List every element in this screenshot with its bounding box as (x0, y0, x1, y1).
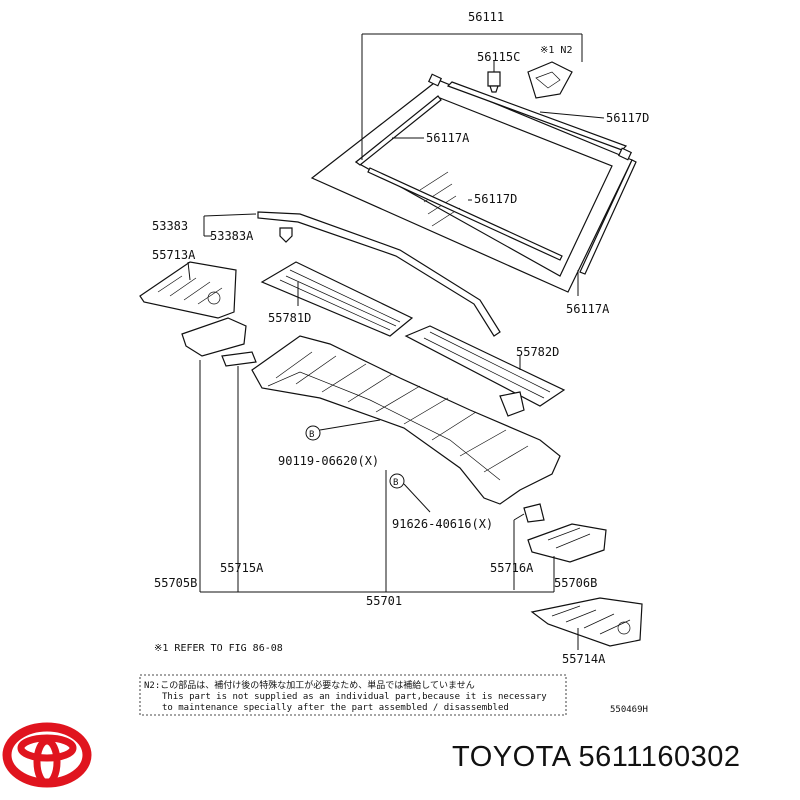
cowl-panel (251, 335, 561, 505)
callout-55714a: 55714A (562, 652, 606, 666)
clip-56115c (487, 71, 501, 93)
bolt-marker-2: B (389, 473, 405, 489)
callout-55701: 55701 (366, 594, 402, 608)
callout-56117d-top: 56117D (606, 111, 649, 125)
callout-90119: 90119-06620(X) (278, 454, 379, 468)
cowl-vent-left (260, 261, 414, 337)
windshield-glass (310, 79, 633, 293)
right-bracket (523, 503, 607, 563)
svg-text:B: B (309, 430, 314, 440)
brand-caption: TOYOTA 5611160302 (452, 741, 741, 773)
callout-53383a: 53383A (210, 229, 254, 243)
n2-note-box: N2:この部品は、補付け後の特殊な加工が必要なため、単品では補給していません T… (139, 674, 567, 716)
callout-55715a: 55715A (220, 561, 264, 575)
callout-53383: 53383 (152, 219, 188, 233)
n2-japanese-note: N2:この部品は、補付け後の特殊な加工が必要なため、単品では補給していません (144, 679, 475, 691)
n2-english-line-1: This part is not supplied as an individu… (162, 692, 547, 702)
refer-note: ※1 REFER TO FIG 86-08 (154, 643, 283, 654)
callout-56117a-left: 56117A (426, 131, 470, 145)
cowl-seal (257, 211, 501, 337)
bolt-marker-1: B (305, 425, 321, 441)
callout-55716a: 55716A (490, 561, 534, 575)
right-side-panel (530, 597, 643, 647)
left-side-panel (139, 261, 237, 319)
callout-56117d-mid: 56117D (474, 192, 517, 206)
callout-55781d: 55781D (268, 311, 311, 325)
mirror-bracket (527, 61, 573, 99)
diagram-code: 550469H (610, 705, 648, 715)
n2-english-line-2: to maintenance specially after the part … (162, 703, 509, 713)
callout-55706b: 55706B (554, 576, 597, 590)
moulding-strips (355, 73, 637, 275)
svg-text:B: B (393, 478, 398, 488)
cowl-vent-right (404, 325, 566, 417)
callout-56115c: 56115C (477, 50, 520, 64)
callout-55713a: 55713A (152, 248, 196, 262)
left-bracket (181, 317, 257, 367)
callout-91626: 91626-40616(X) (392, 517, 493, 531)
callout-56111: 56111 (468, 10, 504, 24)
callout-55705b: 55705B (154, 576, 197, 590)
callout-55782d: 55782D (516, 345, 559, 359)
toyota-logo (2, 722, 92, 788)
callout-n2: ※1 N2 (540, 45, 572, 56)
callout-56117a-right: 56117A (566, 302, 610, 316)
